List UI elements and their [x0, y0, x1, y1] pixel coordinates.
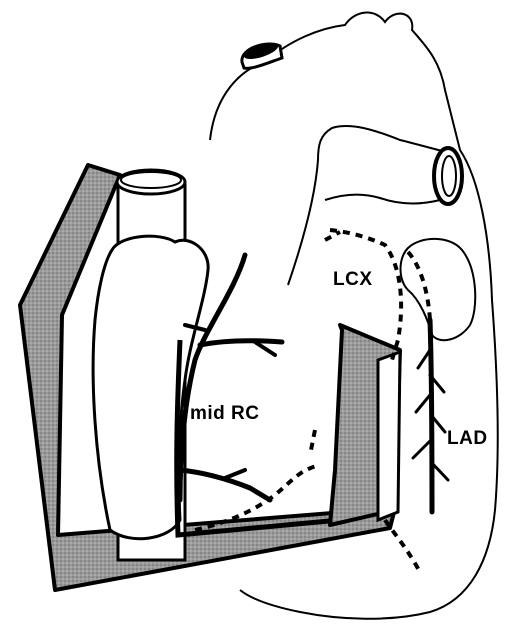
label-mid-rc: mid RC [190, 403, 260, 425]
rca-lower-branch [180, 470, 270, 500]
mid-rc-branch [200, 341, 282, 345]
lad-artery [413, 320, 448, 512]
aorta-stump [242, 40, 282, 69]
label-lcx: LCX [333, 269, 373, 291]
label-lad: LAD [447, 428, 488, 450]
pulmonary-vessel [434, 148, 462, 204]
